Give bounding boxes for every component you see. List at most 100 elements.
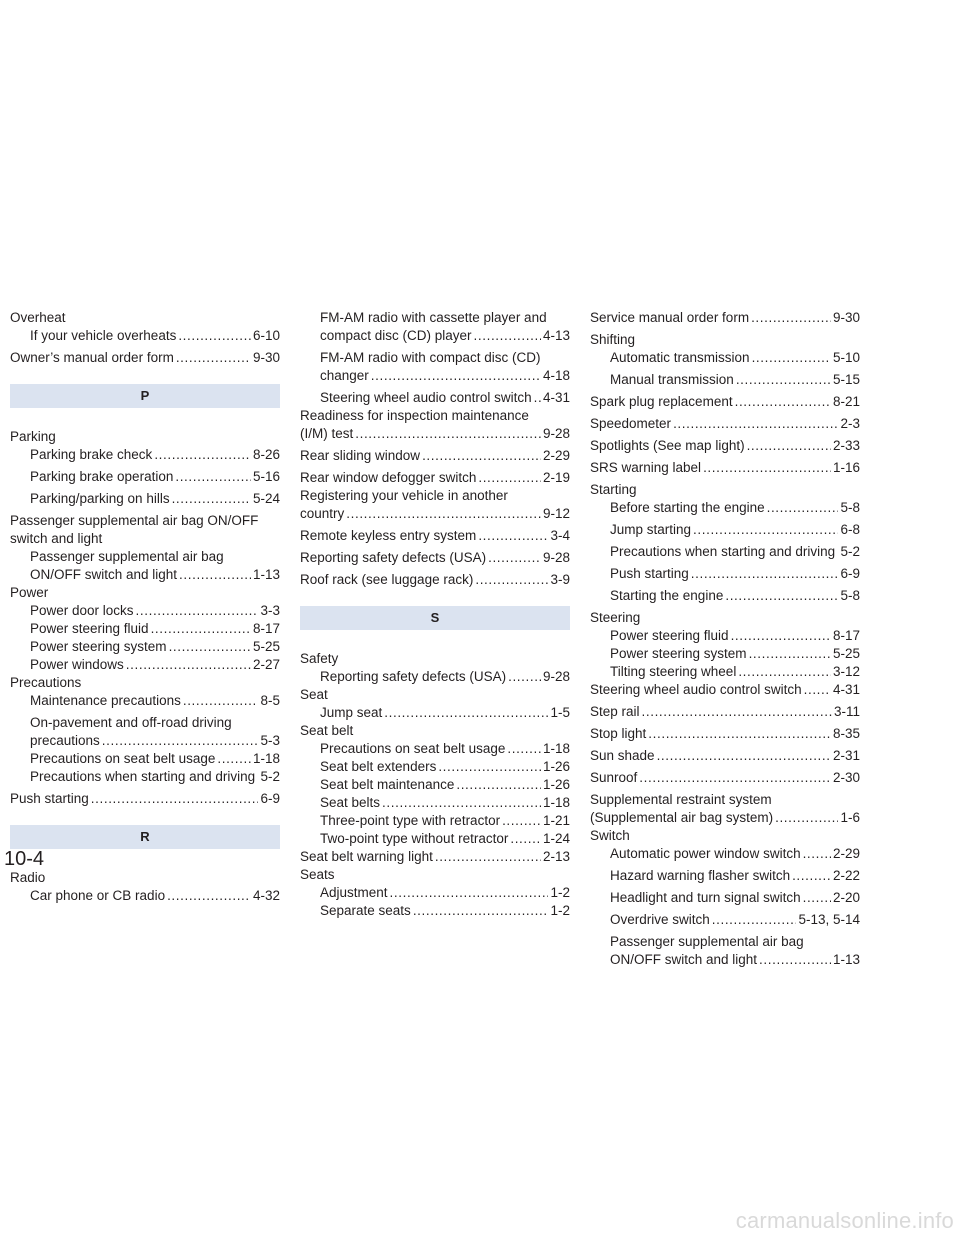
index-subentry: Tilting steering wheel3-12 [590, 663, 860, 681]
entry-page-ref: 2-31 [832, 748, 860, 763]
index-entry: Steering wheel audio control switch4-31 [590, 681, 860, 699]
entry-text: Headlight and turn signal switch [610, 890, 801, 905]
entry-page-ref: 5-15 [832, 372, 860, 387]
entry-page-ref: 1-26 [542, 777, 570, 792]
entry-page-ref: 9-28 [542, 669, 570, 684]
index-entry: Overheat [10, 309, 280, 327]
index-entry: Power [10, 584, 280, 602]
entry-page-ref: 3-4 [550, 528, 570, 543]
page-number: 10-4 [4, 848, 45, 870]
entry-text: Precautions on seat belt usage [30, 751, 216, 766]
entry-page-ref: 2-19 [542, 470, 570, 485]
index-subentry: Push starting 6-9 [590, 565, 860, 583]
index-entry: Stop light8-35 [590, 725, 860, 743]
entry-page-ref: 5-10 [832, 350, 860, 365]
entry-page-ref: 8-5 [260, 693, 280, 708]
index-letter-header: S [300, 606, 570, 630]
index-entry: Radio [10, 869, 280, 887]
dot-leader [151, 620, 251, 638]
entry-page-ref: 4-31 [542, 390, 570, 405]
dot-leader [257, 768, 258, 786]
entry-text: ON/OFF switch and light [30, 567, 178, 582]
index-entry: Shifting [590, 331, 860, 349]
entry-page-ref: 5-2 [840, 544, 860, 559]
entry-text-lead: FM-AM radio with cassette player and [320, 310, 547, 325]
dot-leader [474, 327, 541, 345]
index-entry: Owner’s manual order form 9-30 [10, 349, 280, 367]
index-subentry: Adjustment1-2 [300, 884, 570, 902]
dot-leader [176, 349, 251, 367]
entry-text: Steering wheel audio control switch [590, 682, 802, 697]
entry-text-lead: Passenger supplemental air bag ON/OFF [10, 513, 259, 528]
index-subentry: If your vehicle overheats6-10 [10, 327, 280, 345]
entry-page-ref: 1-18 [542, 795, 570, 810]
entry-page-ref: 5-25 [252, 639, 280, 654]
index-entry: Sunroof2-30 [590, 769, 860, 787]
index-subentry: Parking/parking on hills5-24 [10, 490, 280, 508]
dot-leader [736, 371, 831, 389]
entry-text: Shifting [590, 332, 636, 347]
entry-page-ref: 6-9 [840, 566, 860, 581]
entry-page-ref: 9-30 [252, 350, 280, 365]
entry-text: Hazard warning flasher switch [610, 868, 791, 883]
entry-text: Maintenance precautions [30, 693, 181, 708]
entry-page-ref: 6-8 [840, 522, 860, 537]
entry-text: Steering [590, 610, 641, 625]
index-entry: Seats [300, 866, 570, 884]
entry-text: Power [10, 585, 49, 600]
entry-page-ref: 4-32 [252, 888, 280, 903]
entry-text: country [300, 506, 345, 521]
dot-leader [126, 656, 251, 674]
dot-leader [478, 469, 541, 487]
index-subentry: Car phone or CB radio 4-32 [10, 887, 280, 905]
index-subentry: Three-point type with retractor1-21 [300, 812, 570, 830]
index-entry: Rear window defogger switch2-19 [300, 469, 570, 487]
entry-page-ref: 3-11 [833, 704, 860, 719]
index-subentry: Precautions on seat belt usage1-18 [300, 740, 570, 758]
entry-text: Power steering fluid [30, 621, 149, 636]
dot-leader [175, 468, 251, 486]
entry-page-ref: 1-2 [550, 885, 570, 900]
index-entry: Step rail3-11 [590, 703, 860, 721]
entry-text: Reporting safety defects (USA) [300, 550, 487, 565]
dot-leader [435, 848, 541, 866]
index-subentry: Maintenance precautions 8-5 [10, 692, 280, 710]
dot-leader [693, 521, 838, 539]
dot-leader [712, 911, 797, 929]
entry-page-ref: 5-25 [832, 646, 860, 661]
entry-page-ref: 8-17 [832, 628, 860, 643]
entry-text: Car phone or CB radio [30, 888, 166, 903]
entry-page-ref: 4-18 [542, 368, 570, 383]
dot-leader [438, 758, 541, 776]
dot-leader [456, 776, 541, 794]
entry-page-ref: 1-26 [542, 759, 570, 774]
entry-page-ref: 1-6 [840, 810, 860, 825]
dot-leader [371, 367, 541, 385]
index-subentry: Manual transmission5-15 [590, 371, 860, 389]
index-subentry: Power steering system 5-25 [10, 638, 280, 656]
entry-text: Power steering system [610, 646, 747, 661]
dot-leader [478, 527, 548, 545]
entry-text: Parking [10, 429, 56, 444]
dot-leader [775, 809, 838, 827]
dot-leader [488, 549, 541, 567]
index-entry: Service manual order form9-30 [590, 309, 860, 327]
entry-page-ref: 5-24 [252, 491, 280, 506]
entry-text: Radio [10, 870, 46, 885]
entry-page-ref: 2-27 [252, 657, 280, 672]
dot-leader [735, 393, 831, 411]
dot-leader [749, 645, 831, 663]
entry-page-ref: 5-3 [260, 733, 280, 748]
dot-leader [792, 867, 831, 885]
entry-text: Tilting steering wheel [610, 664, 737, 679]
entry-text: Push starting [610, 566, 689, 581]
entry-text: Owner’s manual order form [10, 350, 174, 365]
entry-text: Overdrive switch [610, 912, 710, 927]
entry-text: Power steering system [30, 639, 167, 654]
index-entry: SRS warning label1-16 [590, 459, 860, 477]
dot-leader [673, 415, 838, 433]
entry-text: ON/OFF switch and light [610, 952, 758, 967]
entry-text-lead: Passenger supplemental air bag [30, 549, 224, 564]
